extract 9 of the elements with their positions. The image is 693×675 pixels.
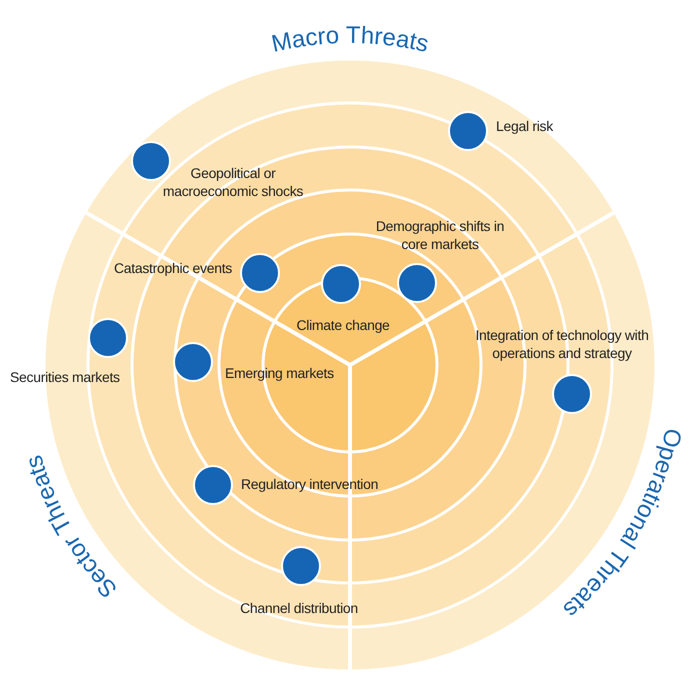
risk-label: Climate change	[296, 316, 390, 334]
risk-label: Securities markets	[10, 368, 120, 386]
risk-label: Integration of technology with operations and strategy	[474, 326, 650, 362]
risk-label: Demographic shifts in core markets	[374, 217, 506, 253]
risk-label: Catastrophic events	[114, 259, 232, 277]
risk-label: Channel distribution	[240, 599, 358, 617]
risk-label: Geopolitical or macroeconomic shocks	[162, 164, 304, 200]
risk-label: Legal risk	[496, 117, 553, 135]
section-title: Macro Threats	[269, 22, 432, 58]
